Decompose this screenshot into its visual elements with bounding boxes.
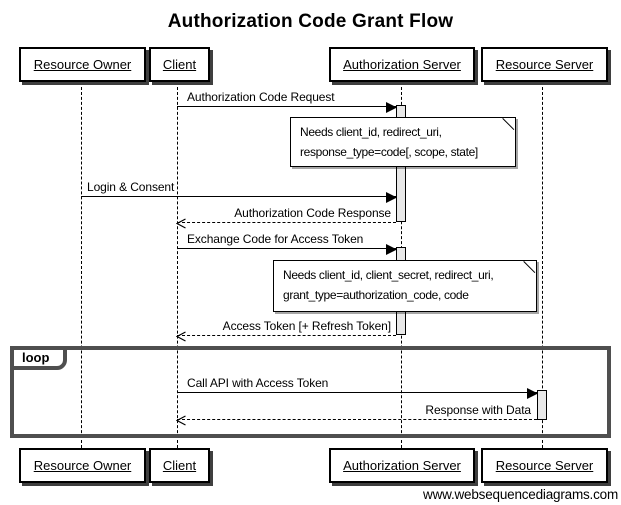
message-exchange-code-for-access-token: Exchange Code for Access Token: [177, 232, 397, 255]
note-line: response_type=code[, scope, state]: [300, 145, 478, 159]
note-line: grant_type=authorization_code, code: [283, 288, 469, 302]
message-label: Authorization Code Request: [187, 90, 335, 104]
actor-label: Authorization Server: [343, 458, 461, 473]
message-label: Call API with Access Token: [187, 376, 329, 390]
actor-label: Resource Owner: [33, 458, 132, 473]
actor-top-resource-owner: Resource Owner: [19, 47, 146, 82]
arrowhead-open-left-icon: [176, 415, 186, 426]
lifeline-resource-owner: [81, 82, 82, 448]
arrowhead-filled-right-icon: [386, 102, 397, 113]
lifeline-resource-server: [542, 82, 543, 448]
note-auth-code-request-params: Needs client_id, redirect_uri, response_…: [290, 117, 516, 167]
message-label: Login & Consent: [87, 180, 175, 194]
arrowhead-filled-right-icon: [386, 192, 397, 203]
note-line: Needs client_id, redirect_uri,: [300, 125, 442, 139]
actor-label: Authorization Server: [343, 57, 461, 72]
message-call-api-with-access-token: Call API with Access Token: [177, 376, 538, 399]
actor-top-client: Client: [149, 47, 210, 82]
message-login-and-consent: Login & Consent: [81, 180, 397, 203]
loop-label: loop: [10, 346, 68, 370]
message-label: Authorization Code Response: [234, 206, 391, 220]
actor-top-authorization-server: Authorization Server: [329, 47, 475, 82]
actor-label: Resource Owner: [33, 57, 132, 72]
actor-bottom-resource-owner: Resource Owner: [19, 448, 146, 483]
note-line: Needs client_id, client_secret, redirect…: [283, 268, 494, 282]
actor-label: Resource Server: [495, 57, 594, 72]
message-label: Exchange Code for Access Token: [187, 232, 364, 246]
arrowhead-filled-right-icon: [527, 388, 538, 399]
arrowhead-filled-right-icon: [386, 244, 397, 255]
loop-fragment: loop: [10, 346, 611, 438]
activation-resource-server: [537, 390, 547, 420]
message-label: Response with Data: [425, 403, 531, 417]
actor-label: Client: [162, 57, 197, 72]
message-authorization-code-response: Authorization Code Response: [176, 206, 396, 229]
actor-label: Client: [162, 458, 197, 473]
message-access-token-refresh-token: Access Token [+ Refresh Token]: [176, 319, 396, 342]
lifeline-client: [177, 82, 178, 448]
message-authorization-code-request: Authorization Code Request: [177, 90, 397, 113]
arrowhead-open-left-icon: [176, 218, 186, 229]
actor-bottom-client: Client: [149, 448, 210, 483]
message-response-with-data: Response with Data: [176, 403, 537, 426]
diagram-title: Authorization Code Grant Flow: [167, 11, 454, 32]
arrowhead-open-left-icon: [176, 331, 186, 342]
watermark-url: www.websequencediagrams.com: [423, 487, 618, 502]
message-label: Access Token [+ Refresh Token]: [222, 319, 391, 333]
actor-bottom-authorization-server: Authorization Server: [329, 448, 475, 483]
actor-top-resource-server: Resource Server: [481, 47, 608, 82]
note-token-exchange-params: Needs client_id, client_secret, redirect…: [273, 260, 537, 312]
actor-bottom-resource-server: Resource Server: [481, 448, 608, 483]
actor-label: Resource Server: [495, 458, 594, 473]
